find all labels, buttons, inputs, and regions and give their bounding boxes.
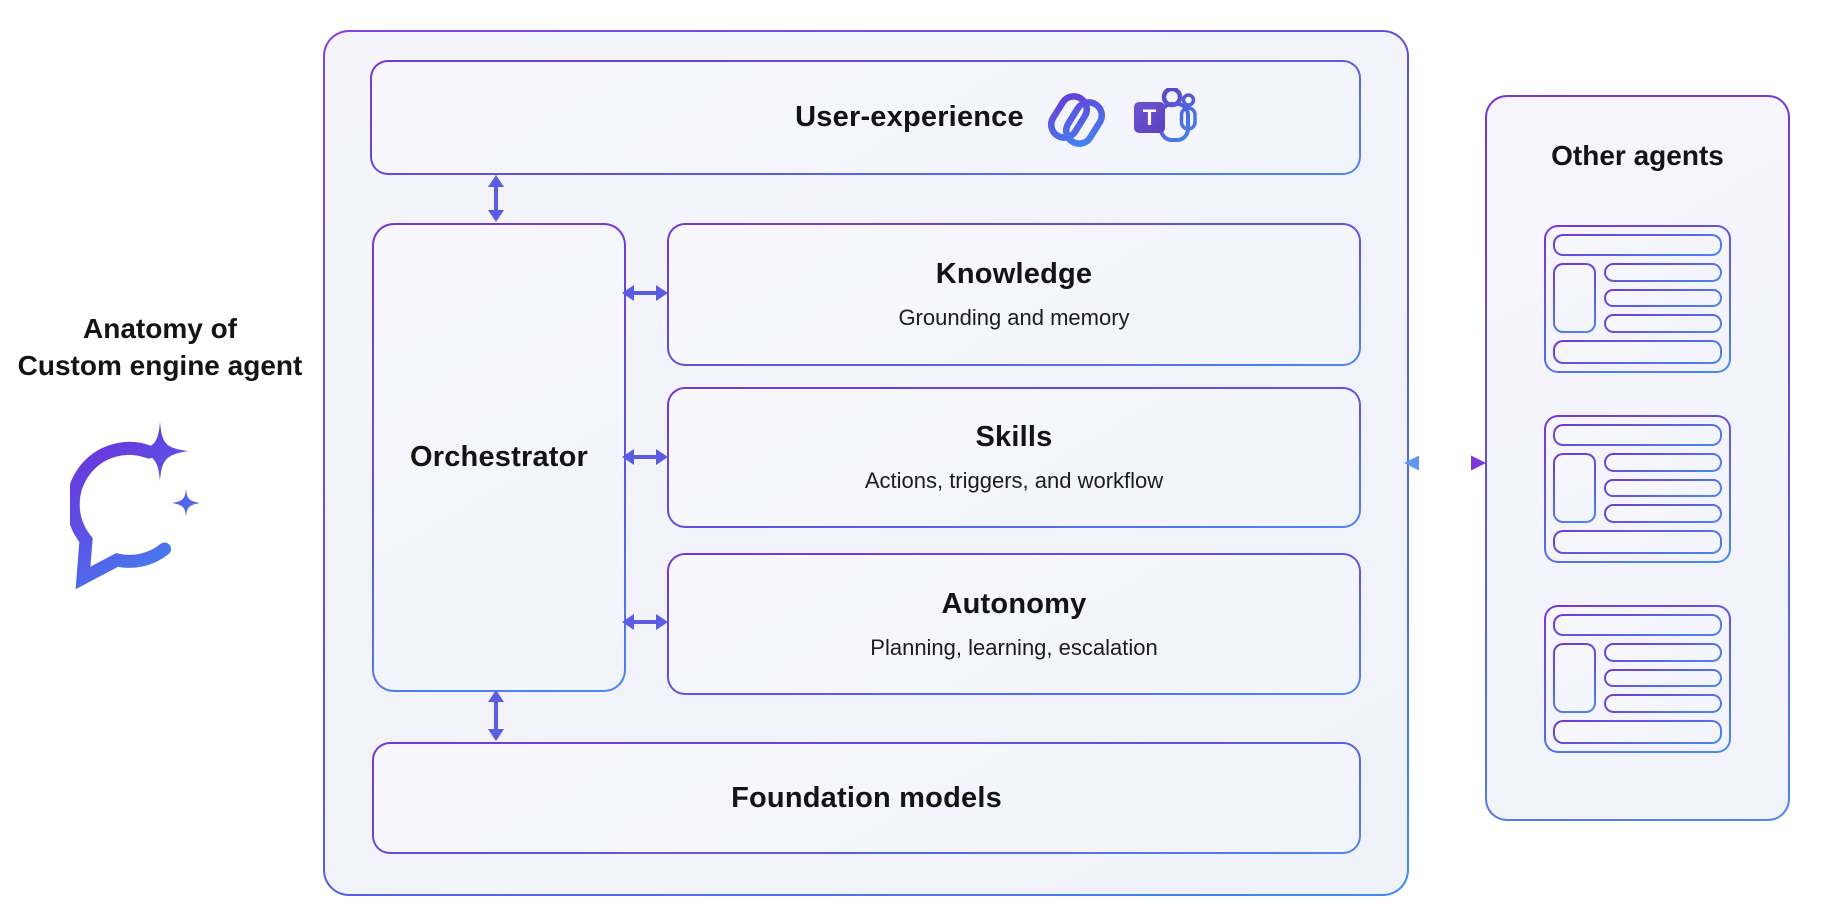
card-row <box>1604 263 1722 282</box>
caption-line-2: Custom engine agent <box>17 350 303 381</box>
other-agents-box: Other agents <box>1485 95 1790 821</box>
user-experience-title: User-experience <box>795 101 1024 133</box>
autonomy-box: Autonomy Planning, learning, escalation <box>667 553 1361 695</box>
card-header-bar <box>1553 614 1722 636</box>
copilot-chat-sparkles-icon <box>70 422 200 590</box>
autonomy-subtitle: Planning, learning, escalation <box>870 634 1158 660</box>
knowledge-subtitle: Grounding and memory <box>898 305 1130 330</box>
card-header-bar <box>1553 234 1722 256</box>
card-side-panel <box>1553 643 1596 713</box>
agent-card-icon <box>1544 605 1731 753</box>
orchestrator-foundation-arrow <box>488 690 504 741</box>
card-row <box>1604 669 1722 688</box>
small-sparkle <box>172 489 200 517</box>
card-footer-bar <box>1553 720 1722 744</box>
skills-title: Skills <box>975 421 1053 453</box>
knowledge-box: Knowledge Grounding and memory <box>667 223 1361 366</box>
card-header-bar <box>1553 424 1722 446</box>
teams-icon: T <box>1133 87 1197 142</box>
diagram-caption: Anatomy of Custom engine agent <box>10 310 310 384</box>
teams-logo-letter: T <box>1143 105 1157 130</box>
ux-orchestrator-arrow <box>488 175 504 222</box>
copilot-icon <box>1047 92 1105 147</box>
user-experience-box: User-experience <box>370 60 1361 175</box>
orchestrator-box: Orchestrator <box>372 223 626 692</box>
skills-box: Skills Actions, triggers, and workflow <box>667 387 1361 528</box>
card-side-panel <box>1553 453 1596 523</box>
orchestrator-autonomy-arrow <box>622 614 668 630</box>
card-footer-bar <box>1553 340 1722 364</box>
agent-card-icon <box>1544 415 1731 563</box>
skills-subtitle: Actions, triggers, and workflow <box>864 468 1164 493</box>
orchestrator-skills-arrow <box>622 449 668 465</box>
card-row <box>1604 643 1722 662</box>
caption-line-1: Anatomy of <box>83 313 237 344</box>
foundation-models-title: Foundation models <box>731 781 1002 814</box>
knowledge-title: Knowledge <box>935 258 1093 290</box>
agent-to-other-agents-dotted-arrow <box>1404 455 1486 471</box>
foundation-models-box: Foundation models <box>372 742 1361 854</box>
large-sparkle <box>132 422 188 481</box>
other-agents-title: Other agents <box>1551 140 1724 171</box>
card-row <box>1604 289 1722 308</box>
card-row <box>1604 479 1722 498</box>
other-agents-card-list <box>1487 225 1788 753</box>
agent-card-icon <box>1544 225 1731 373</box>
orchestrator-title: Orchestrator <box>409 441 589 473</box>
card-side-panel <box>1553 263 1596 333</box>
autonomy-title: Autonomy <box>941 587 1087 620</box>
spacer <box>533 117 773 119</box>
chat-bubble-outline <box>70 441 171 590</box>
orchestrator-knowledge-arrow <box>622 285 668 301</box>
card-row <box>1604 694 1722 713</box>
card-footer-bar <box>1553 530 1722 554</box>
card-row <box>1604 314 1722 333</box>
card-row <box>1604 453 1722 472</box>
card-row <box>1604 504 1722 523</box>
